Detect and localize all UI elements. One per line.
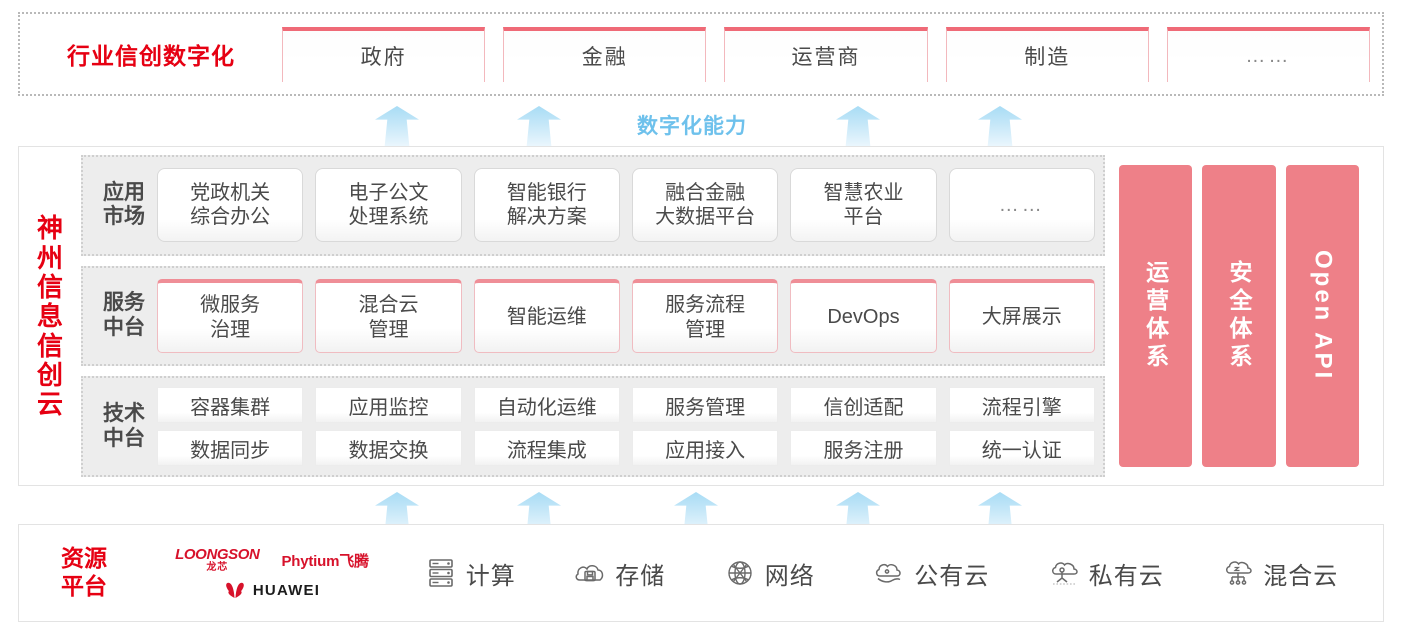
industry-card-manufacturing[interactable]: 制造 bbox=[945, 26, 1149, 82]
tech-card-automation[interactable]: 自动化运维 bbox=[473, 387, 620, 424]
up-arrow-icon bbox=[517, 106, 561, 146]
phytium-logo: Phytium飞腾 bbox=[281, 552, 369, 570]
resource-platform-title: 资源 平台 bbox=[61, 545, 107, 599]
tech-card-process-engine[interactable]: 流程引擎 bbox=[948, 387, 1095, 424]
industry-card-operator[interactable]: 运营商 bbox=[724, 26, 928, 82]
public-cloud-icon bbox=[876, 563, 901, 583]
storage-cloud-icon bbox=[575, 565, 604, 582]
private-cloud-icon bbox=[1051, 562, 1078, 585]
tech-card-service-registry[interactable]: 服务注册 bbox=[790, 430, 937, 467]
resource-item-network[interactable]: 网络 bbox=[723, 556, 815, 591]
server-icon bbox=[428, 559, 453, 587]
tech-card-row-2: 数据同步 数据交换 流程集成 应用接入 服务注册 统一认证 bbox=[157, 430, 1095, 467]
pillar-security[interactable]: 安全体系 bbox=[1202, 165, 1276, 467]
resource-item-public-cloud-label: 公有云 bbox=[914, 562, 990, 590]
loongson-logo-text: LOONGSON bbox=[175, 546, 260, 563]
huawei-logo: HUAWEI bbox=[224, 581, 320, 599]
resource-item-network-label: 网络 bbox=[764, 562, 815, 590]
up-arrow-icon bbox=[978, 106, 1022, 146]
row-app-market: 应用 市场 党政机关 综合办公 电子公文 处理系统 智能银行 解决方案 融合金融… bbox=[81, 155, 1105, 256]
resource-item-storage[interactable]: 存储 bbox=[573, 556, 665, 591]
network-globe-icon bbox=[728, 561, 752, 585]
cloud-title-char: 州 bbox=[36, 242, 63, 273]
service-card-devops[interactable]: DevOps bbox=[790, 279, 937, 353]
resource-platform-block: 资源 平台 LOONGSON 龙芯 Phytium飞腾 bbox=[18, 524, 1384, 622]
resource-item-private-cloud-label: 私有云 bbox=[1088, 562, 1164, 590]
huawei-flower-icon bbox=[226, 582, 244, 598]
cloud-title-char: 神 bbox=[36, 213, 63, 244]
tech-card-row-1: 容器集群 应用监控 自动化运维 服务管理 信创适配 流程引擎 bbox=[157, 387, 1095, 424]
service-card-microservice[interactable]: 微服务 治理 bbox=[157, 279, 304, 353]
app-card-smart-agri[interactable]: 智慧农业 平台 bbox=[790, 168, 937, 243]
cloud-title-char: 云 bbox=[36, 389, 63, 420]
huawei-logo-text: HUAWEI bbox=[252, 581, 321, 599]
app-card-fin-bigdata[interactable]: 融合金融 大数据平台 bbox=[631, 168, 779, 243]
resource-item-storage-label: 存储 bbox=[615, 562, 666, 590]
pillar-open-api[interactable]: Open API bbox=[1285, 165, 1359, 467]
pillar-security-label: 安全体系 bbox=[1225, 260, 1252, 372]
row-label-app-market: 应用 市场 bbox=[103, 180, 145, 229]
app-card-e-document[interactable]: 电子公文 处理系统 bbox=[315, 168, 462, 243]
industry-card-government[interactable]: 政府 bbox=[282, 26, 486, 82]
app-card-more[interactable]: …… bbox=[948, 168, 1095, 243]
industry-card-list: 政府 金融 运营商 制造 …… bbox=[282, 26, 1382, 82]
cloud-block: 神 州 信 息 信 创 云 应用 市场 党政机关 综合办公 电子公文 处理系统 bbox=[18, 146, 1384, 486]
cloud-title-char: 创 bbox=[36, 360, 63, 391]
vendor-logo-row-1: LOONGSON 龙芯 Phytium飞腾 bbox=[175, 547, 369, 573]
cloud-title-char: 息 bbox=[36, 301, 63, 332]
tech-card-container-cluster[interactable]: 容器集群 bbox=[157, 387, 304, 424]
resource-item-compute-label: 计算 bbox=[465, 562, 516, 590]
tech-card-app-monitor[interactable]: 应用监控 bbox=[315, 387, 462, 424]
tech-card-data-sync[interactable]: 数据同步 bbox=[157, 430, 304, 467]
tech-card-process-integration[interactable]: 流程集成 bbox=[473, 430, 620, 467]
tech-card-data-exchange[interactable]: 数据交换 bbox=[315, 430, 462, 467]
loongson-logo-subtext: 龙芯 bbox=[206, 562, 229, 573]
tech-card-service-mgmt[interactable]: 服务管理 bbox=[631, 387, 779, 424]
resource-item-private-cloud[interactable]: 私有云 bbox=[1047, 556, 1164, 591]
resource-item-public-cloud[interactable]: 公有云 bbox=[872, 556, 989, 591]
industry-card-finance[interactable]: 金融 bbox=[503, 26, 707, 82]
service-platform-cards: 微服务 治理 混合云 管理 智能运维 服务流程 管理 DevOps 大屏展示 bbox=[157, 279, 1095, 353]
resource-item-compute[interactable]: 计算 bbox=[424, 556, 516, 591]
service-card-bigscreen[interactable]: 大屏展示 bbox=[948, 279, 1095, 353]
app-card-govt-office[interactable]: 党政机关 综合办公 bbox=[157, 168, 304, 243]
industry-band-title: 行业信创数字化 bbox=[67, 43, 235, 69]
row-service-platform: 服务 中台 微服务 治理 混合云 管理 智能运维 服务流程 管理 DevOps … bbox=[81, 265, 1105, 367]
resource-item-hybrid-cloud[interactable]: 混合云 bbox=[1221, 556, 1338, 591]
up-arrow-icon bbox=[375, 106, 419, 146]
cloud-title-char: 信 bbox=[36, 271, 63, 302]
service-card-hybrid-cloud[interactable]: 混合云 管理 bbox=[315, 279, 462, 353]
service-card-process-mgmt[interactable]: 服务流程 管理 bbox=[631, 279, 779, 353]
pillar-operations-label: 运营体系 bbox=[1142, 260, 1169, 372]
loongson-logo: LOONGSON 龙芯 bbox=[175, 546, 260, 573]
service-card-aiops[interactable]: 智能运维 bbox=[473, 279, 620, 353]
row-tech-platform: 技术 中台 容器集群 应用监控 自动化运维 服务管理 信创适配 流程引擎 bbox=[81, 376, 1105, 478]
cloud-title-char: 信 bbox=[36, 330, 63, 361]
tech-card-unified-auth[interactable]: 统一认证 bbox=[948, 430, 1095, 467]
app-market-cards: 党政机关 综合办公 电子公文 处理系统 智能银行 解决方案 融合金融 大数据平台… bbox=[157, 168, 1095, 243]
vendor-logo-list: LOONGSON 龙芯 Phytium飞腾 HUAWEI bbox=[149, 547, 395, 599]
cloud-row-list: 应用 市场 党政机关 综合办公 电子公文 处理系统 智能银行 解决方案 融合金融… bbox=[81, 155, 1105, 478]
cloud-body: 应用 市场 党政机关 综合办公 电子公文 处理系统 智能银行 解决方案 融合金融… bbox=[81, 147, 1383, 485]
row-label-tech-platform: 技术 中台 bbox=[103, 401, 145, 450]
pillar-operations[interactable]: 运营体系 bbox=[1119, 165, 1193, 467]
row-label-service-platform: 服务 中台 bbox=[103, 291, 145, 339]
hybrid-cloud-icon bbox=[1226, 561, 1252, 585]
up-arrow-icon bbox=[836, 106, 880, 146]
tech-card-xinchuang-adapt[interactable]: 信创适配 bbox=[790, 387, 937, 424]
vendor-logo-row-2: HUAWEI bbox=[224, 581, 320, 599]
tech-card-app-access[interactable]: 应用接入 bbox=[631, 430, 779, 467]
industry-band: 行业信创数字化 政府 金融 运营商 制造 …… bbox=[18, 12, 1384, 96]
pillar-open-api-label: Open API bbox=[1309, 250, 1337, 382]
capability-arrow-strip bbox=[0, 102, 1402, 146]
cloud-block-title: 神 州 信 息 信 创 云 bbox=[19, 147, 81, 485]
resource-item-list: 计算 存储 bbox=[395, 556, 1383, 591]
tech-platform-cards: 容器集群 应用监控 自动化运维 服务管理 信创适配 流程引擎 数据同步 数据交换… bbox=[157, 387, 1095, 467]
capability-label: 数字化能力 bbox=[637, 115, 747, 138]
app-card-smart-bank[interactable]: 智能银行 解决方案 bbox=[473, 168, 620, 243]
resource-item-hybrid-cloud-label: 混合云 bbox=[1263, 562, 1339, 590]
pillar-list: 运营体系 安全体系 Open API bbox=[1115, 155, 1373, 477]
industry-card-more[interactable]: …… bbox=[1166, 26, 1371, 82]
